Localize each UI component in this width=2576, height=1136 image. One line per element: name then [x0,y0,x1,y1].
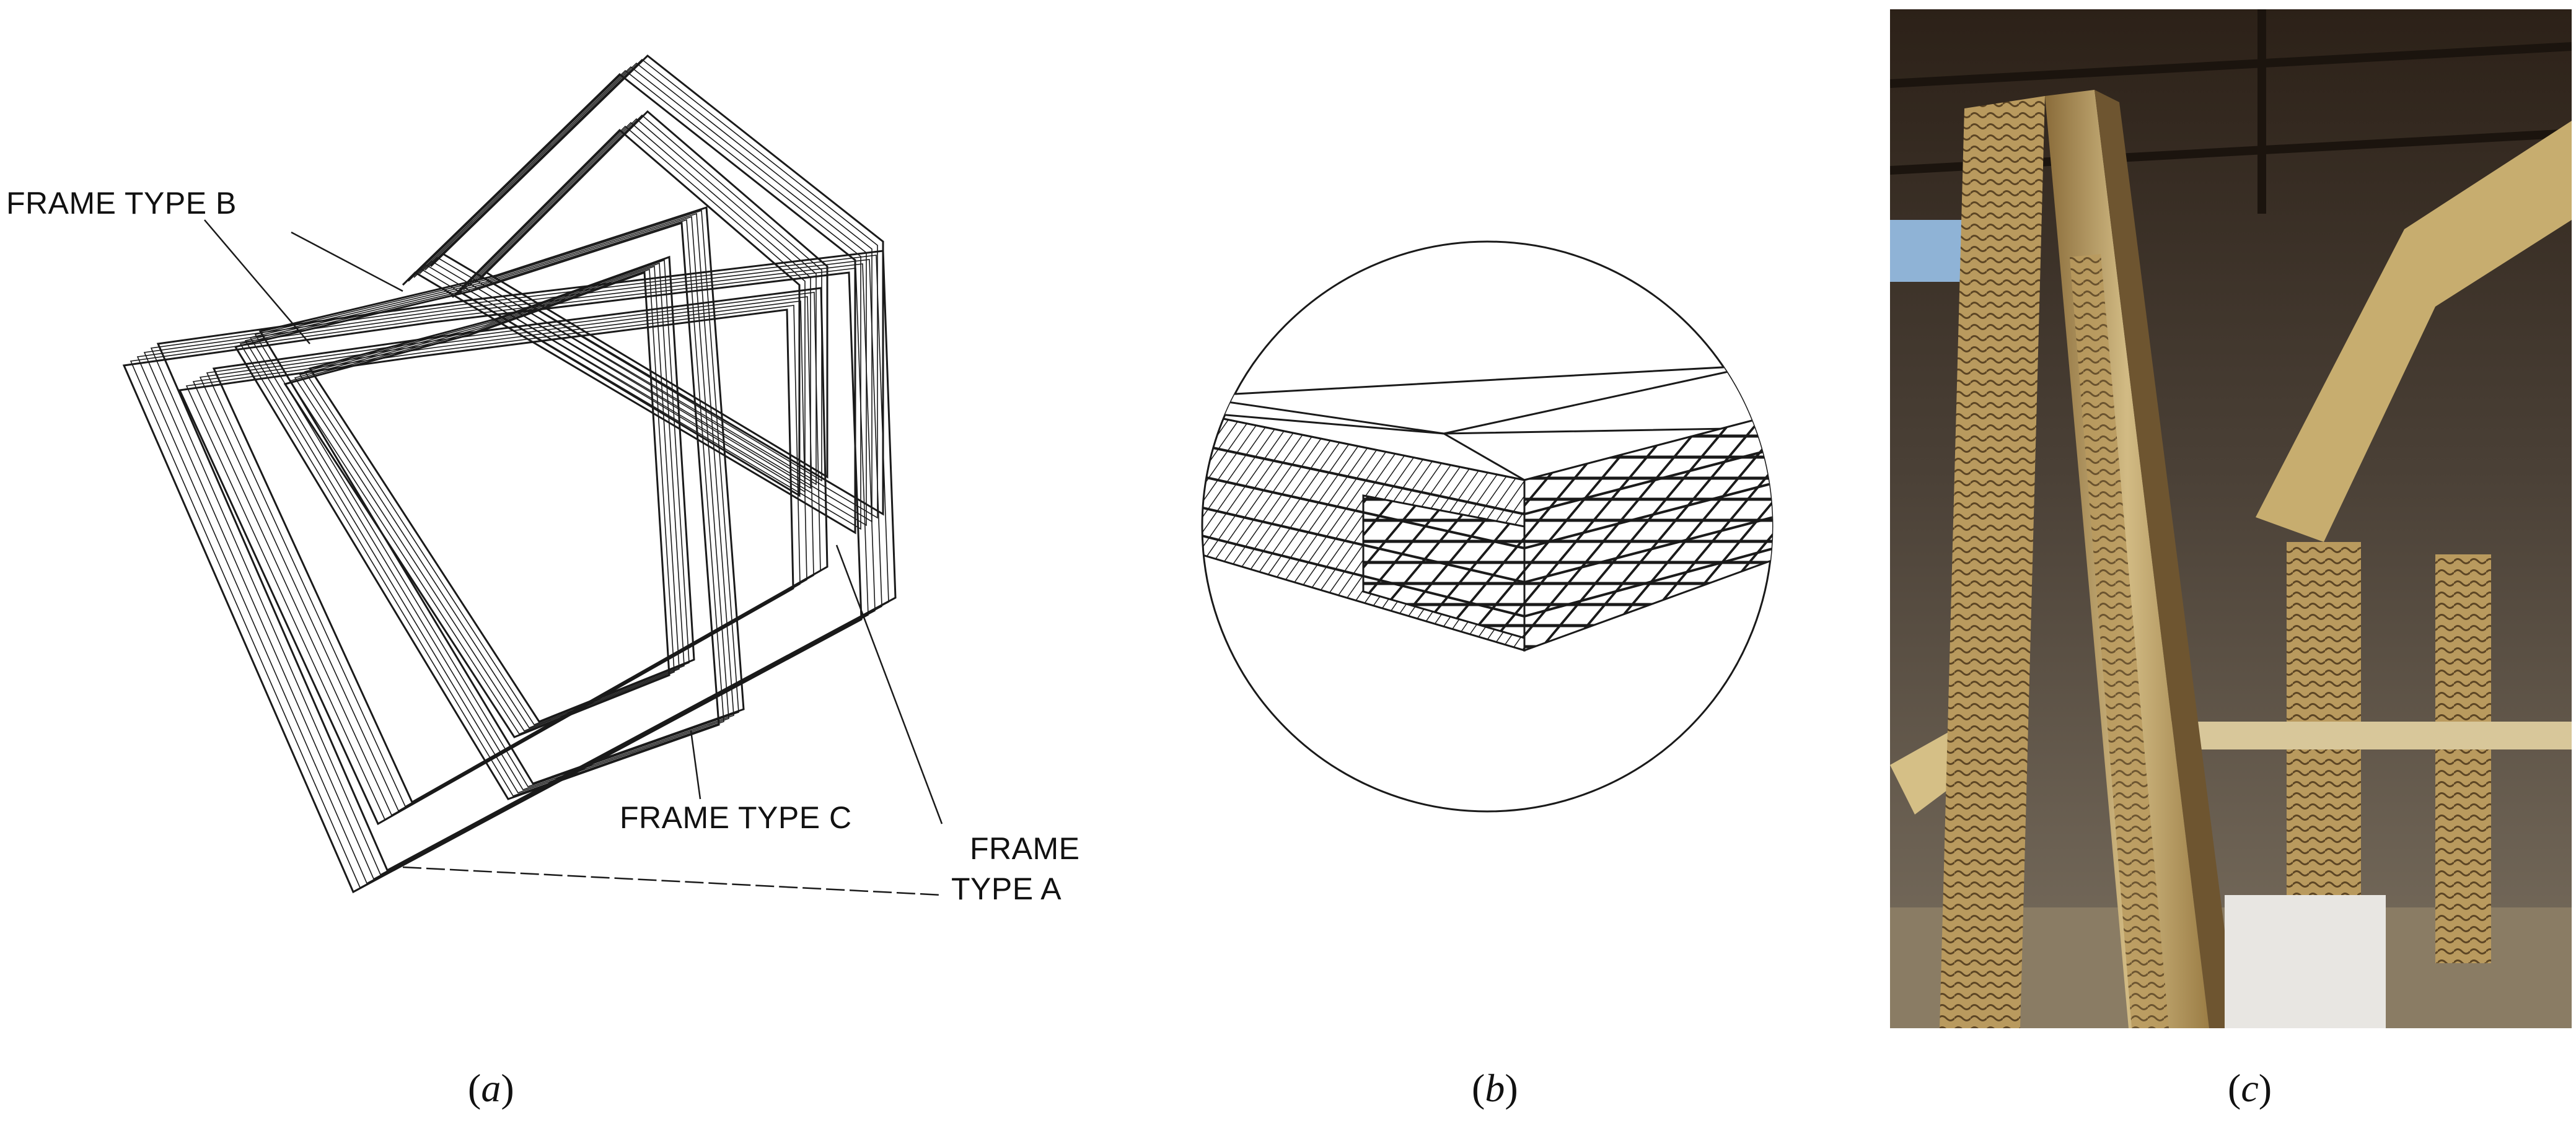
label-frame-type-a-line2: TYPE A [951,872,1062,906]
caption-b-close: ) [1505,1066,1518,1110]
frame-type-b-inner-layer [457,125,806,493]
frame-type-a-inner-layer [185,305,801,821]
caption-c: (c) [2228,1065,2272,1111]
caption-c-open: ( [2228,1066,2241,1110]
frame-type-c-inner-layer [304,259,690,725]
frame-type-c [234,206,745,800]
caption-a-letter: a [481,1066,501,1110]
frame-type-a-inner-layer [178,308,794,826]
frame-type-c-outer-layer [244,216,729,793]
frames-photo [1890,9,2572,1028]
frame-type-b-outer-layer [429,55,884,516]
corner-detail-svg [1201,240,1774,813]
frame-type-a-outer-layer [143,259,882,880]
label-frame-type-c: FRAME TYPE C [620,800,852,835]
caption-a-open: ( [468,1066,481,1110]
caption-a: (a) [468,1065,514,1111]
frame-type-b-outer-layer [402,73,856,535]
exploded-frames-svg [122,55,943,896]
caption-b: (b) [1472,1065,1518,1111]
frame-type-b-inner-layer [463,121,811,489]
frame-type-c-inner-layer [294,265,680,732]
frame-type-b-outer-layer [419,62,873,523]
horizontal-beam [2163,722,2572,749]
frame-type-c-outer-layer [234,221,720,800]
leader-lines [204,219,943,896]
caption-b-letter: b [1485,1066,1505,1110]
caption-c-letter: c [2241,1066,2259,1110]
frame-type-c-inner-layer [299,262,685,728]
frame-type-b-outer-layer [413,66,867,526]
frame-type-a-outer-layer [150,255,889,876]
frame-type-a-outer-layer [130,268,869,889]
label-frame-type-b: FRAME TYPE B [6,186,237,221]
leader-frame-b-1 [204,219,310,344]
corner-detail-drawing [1177,204,1797,855]
right-frame-rafter [2256,121,2572,542]
main-frame-outer-post [1940,96,2045,1028]
caption-b-open: ( [1472,1066,1485,1110]
caption-c-close: ) [2258,1066,2272,1110]
frame-type-c-outer-layer [239,219,724,797]
frame-type-b-outer-layer [408,69,861,530]
leader-frame-c [690,730,701,800]
frame-type-c-outer-layer [258,206,745,785]
frame-type-a-outer-layer [136,263,876,885]
leader-frame-b-2 [291,231,403,292]
right-frame-post-2 [2435,554,2491,963]
leader-frame-a-1 [835,544,943,824]
frame-type-b [402,55,884,535]
frame-type-b-inner-layer [451,128,801,497]
frame-type-b-outer-layer [424,58,878,519]
corner-layers [1202,364,1772,652]
frame-type-b-inner-layer [468,118,817,486]
frame-type-b-inner-layer [479,110,829,479]
frame-type-c-outer-layer [254,209,739,787]
white-object [2225,895,2386,1028]
frame-type-c-inner-layer [283,271,670,738]
frames-photo-svg [1890,9,2572,1028]
main-frame-edge [2095,90,2237,1028]
frame-type-a-outer-layer [156,250,897,872]
leader-frame-a-2 [402,866,943,896]
exploded-frames-drawing: FRAME TYPE B FRAME TYPE C FRAME TYPE A [0,0,1146,1053]
main-frame-core [2070,254,2169,1028]
label-frame-type-a-line1: FRAME [970,831,1080,866]
frame-type-c-inner-layer [289,268,675,735]
caption-a-close: ) [501,1066,514,1110]
frame-type-a [122,250,897,894]
window [1890,220,1971,282]
frame-type-b-inner-layer [474,114,822,482]
frame-type-c-inner-layer [308,255,695,723]
frame-type-a-inner-layer [206,292,821,808]
